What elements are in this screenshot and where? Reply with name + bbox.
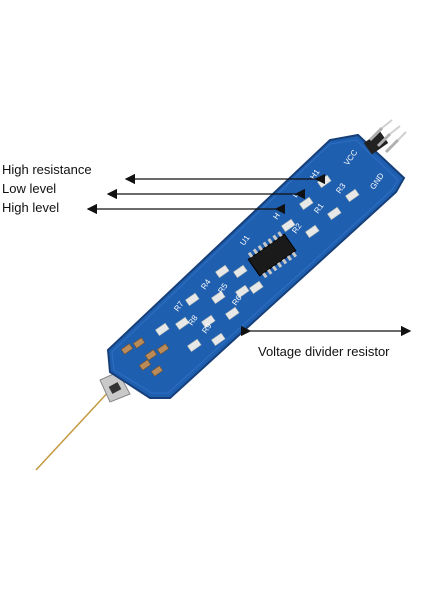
label-voltage-divider: Voltage divider resistor <box>258 344 390 359</box>
smd-pads <box>155 174 360 353</box>
probe-needle <box>35 387 113 471</box>
ic-chip-u1 <box>247 231 297 279</box>
header-pins <box>363 119 407 155</box>
label-high-resistance: High resistance <box>2 162 92 177</box>
tip-connector <box>99 371 131 403</box>
tip-resistors <box>120 337 170 377</box>
label-high-level: High level <box>2 200 60 215</box>
silk-h: H <box>271 211 282 221</box>
label-low-level: Low level <box>2 181 57 196</box>
annotation-arrows <box>86 173 412 337</box>
